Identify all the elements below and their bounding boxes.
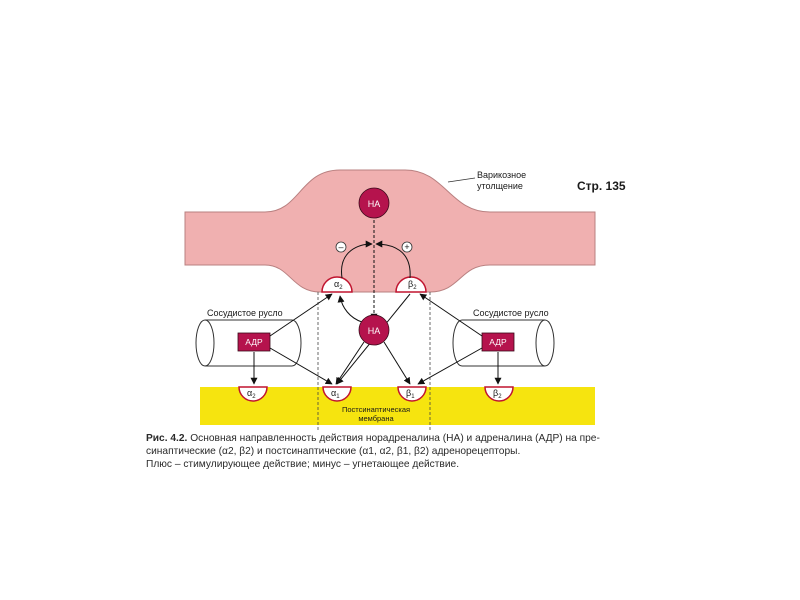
page-reference: Стр. 135 xyxy=(577,179,626,193)
adr-left-label: АДР xyxy=(245,337,263,347)
na-mid-node xyxy=(358,314,390,346)
varicose-pointer xyxy=(447,177,476,183)
synaptic-cleft-lines xyxy=(317,292,431,430)
membrane-label-line1: Постсинаптическая xyxy=(342,405,410,414)
vascular-right-label: Сосудистое русло xyxy=(473,308,549,318)
plus-label: + xyxy=(404,242,409,252)
post-beta1-label: β1 xyxy=(406,388,415,400)
caption-line2: синаптические (α2, β2) и постсинаптическ… xyxy=(146,446,521,457)
presynaptic-beta2-receptor xyxy=(395,276,427,293)
postsynaptic-left-alpha2-receptor xyxy=(238,386,268,402)
caption-label: Рис. 4.2. xyxy=(146,433,188,444)
adr-right-box xyxy=(481,332,515,352)
minus-label: – xyxy=(338,242,343,252)
presynaptic-alpha2-label: α2 xyxy=(334,279,343,291)
na-top-label: НА xyxy=(368,199,381,209)
caption-line1: Основная направленность действия норадре… xyxy=(187,433,600,444)
na-top-node xyxy=(358,187,390,219)
postsynaptic-right-beta2-receptor xyxy=(484,386,514,402)
postsynaptic-alpha1-receptor xyxy=(322,386,352,402)
na-mid-label: НА xyxy=(368,326,381,336)
figure-caption: Рис. 4.2. Основная направленность действ… xyxy=(146,432,646,471)
plus-marker xyxy=(401,241,413,253)
caption-line3: Плюс – стимулирующее действие; минус – у… xyxy=(146,459,460,470)
presynaptic-alpha2-receptor xyxy=(321,276,353,293)
postsynaptic-beta1-receptor xyxy=(397,386,427,402)
minus-marker xyxy=(335,241,347,253)
adr-right-label: АДР xyxy=(489,337,507,347)
post-left-alpha2-label: α2 xyxy=(247,388,256,400)
presynaptic-beta2-label: β2 xyxy=(408,279,417,291)
varicose-terminal xyxy=(184,169,596,293)
membrane-label-line2: мембрана xyxy=(358,414,394,423)
vascular-left-label: Сосудистое русло xyxy=(207,308,283,318)
post-alpha1-label: α1 xyxy=(331,388,340,400)
post-right-beta2-label: β2 xyxy=(493,388,502,400)
adr-left-box xyxy=(237,332,271,352)
varicose-label-line2: утолщение xyxy=(477,181,523,191)
varicose-label-line1: Варикозное xyxy=(477,170,526,180)
